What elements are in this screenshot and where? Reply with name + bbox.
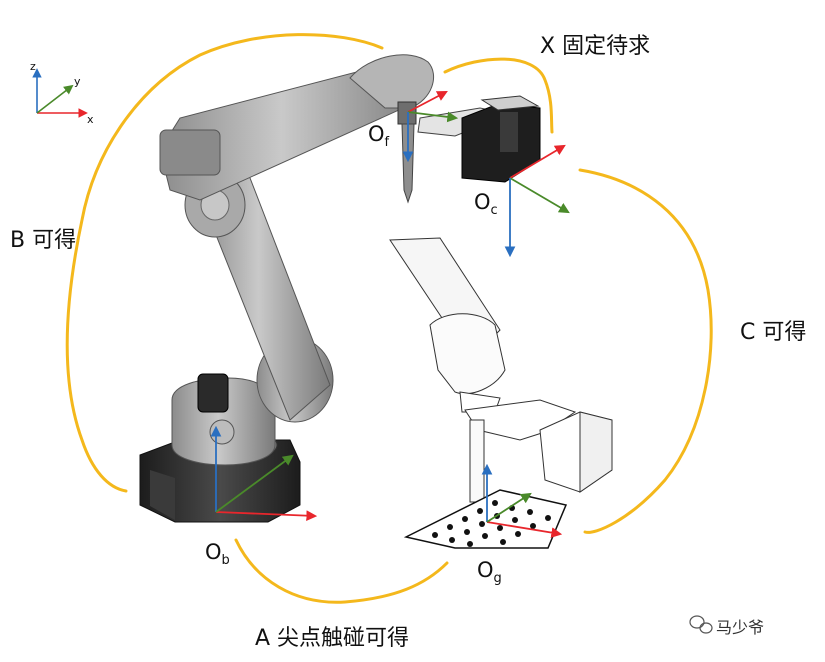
robot-arm — [139, 54, 435, 523]
label-x-pending: X 固定待求 — [540, 34, 651, 59]
legend-x-label: x — [87, 113, 94, 126]
frame-grid-label: Og — [477, 558, 502, 586]
frame-base-axes — [210, 425, 318, 522]
calibration-board — [403, 489, 568, 549]
watermark-text: 马少爷 — [716, 618, 765, 637]
frame-flange-axes — [402, 90, 459, 163]
camera-assembly — [417, 95, 541, 183]
frame-grid-axes — [481, 463, 563, 538]
label-b-available: B 可得 — [10, 228, 77, 253]
loop-curves — [65, 33, 713, 604]
legend-y-label: y — [74, 75, 81, 88]
axes-legend — [32, 68, 88, 118]
calibration-pointer — [401, 123, 415, 204]
loop-a-curve — [234, 538, 449, 604]
loop-b-curve — [65, 33, 384, 493]
ghost-arm-pose — [389, 237, 613, 503]
label-a-available: A 尖点触碰可得 — [255, 626, 410, 651]
legend-z-label: z — [30, 60, 36, 73]
loop-x-curve — [443, 57, 554, 134]
loop-c-curve — [578, 168, 713, 534]
frame-camera-axes — [504, 144, 570, 258]
wechat-icon — [689, 615, 713, 634]
frame-base-label: Ob — [205, 540, 230, 568]
frame-flange-label: Of — [368, 122, 390, 150]
frame-camera-label: Oc — [474, 190, 498, 218]
label-c-available: C 可得 — [740, 320, 807, 345]
